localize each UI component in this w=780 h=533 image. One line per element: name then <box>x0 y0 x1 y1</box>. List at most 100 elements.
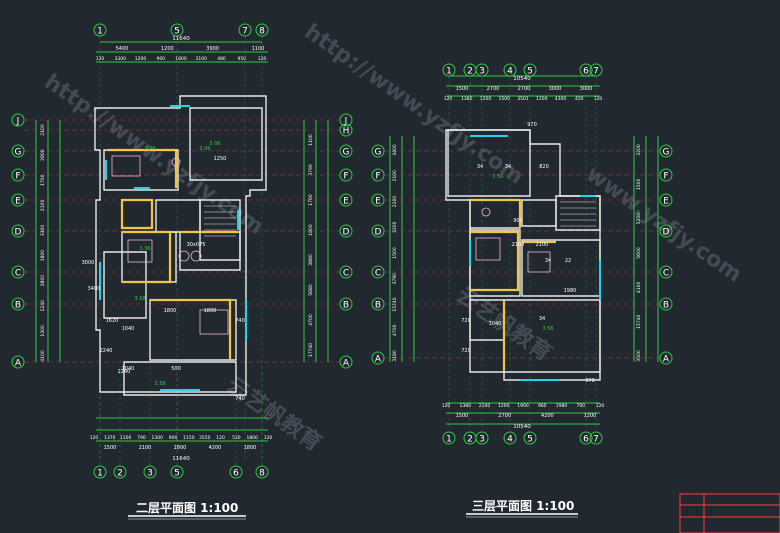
svg-text:B: B <box>663 301 669 311</box>
svg-text:2100: 2100 <box>40 124 46 136</box>
svg-text:1: 1 <box>97 27 103 37</box>
watermark-layer: http://www.yzfjy.com云艺帆教育http://www.yzfj… <box>40 20 747 457</box>
axis-bubble-top-3: 3 <box>475 63 489 77</box>
axis-bubble-top-4: 4 <box>503 63 517 77</box>
svg-text:C: C <box>663 269 669 279</box>
svg-text:D: D <box>343 228 350 238</box>
svg-text:4100: 4100 <box>636 281 642 293</box>
svg-text:120: 120 <box>596 403 605 409</box>
axis-bubble-top-1: 1 <box>442 63 456 77</box>
axis-bubble-bottom-6: 6 <box>579 431 593 445</box>
svg-text:6: 6 <box>583 67 589 77</box>
svg-text:D: D <box>663 228 670 238</box>
svg-text:F: F <box>343 172 348 182</box>
svg-text:E: E <box>343 197 349 207</box>
axis-bubble-left-C: C <box>371 265 385 279</box>
svg-text:120: 120 <box>90 435 99 441</box>
svg-text:3550: 3550 <box>199 435 211 441</box>
svg-text:A: A <box>15 359 22 369</box>
svg-text:3: 3 <box>147 469 153 479</box>
svg-text:1200: 1200 <box>584 413 597 419</box>
axis-bubble-right-D: D <box>659 224 673 238</box>
svg-text:5600: 5600 <box>636 247 642 259</box>
svg-text:H: H <box>343 127 350 137</box>
svg-text:3.36: 3.36 <box>139 246 150 252</box>
svg-text:1040: 1040 <box>122 366 135 372</box>
svg-text:F: F <box>663 172 668 182</box>
svg-text:1040: 1040 <box>122 326 135 332</box>
svg-text:1150: 1150 <box>183 435 195 441</box>
svg-text:950: 950 <box>237 56 246 62</box>
svg-text:E: E <box>375 197 381 207</box>
svg-text:1380: 1380 <box>460 403 472 409</box>
svg-text:1200: 1200 <box>161 46 174 52</box>
svg-text:3200: 3200 <box>392 221 398 233</box>
svg-text:17740: 17740 <box>308 343 314 357</box>
axis-bubble-left-E: E <box>371 193 385 207</box>
svg-text:1800: 1800 <box>164 308 177 314</box>
svg-text:3000: 3000 <box>549 86 562 92</box>
axis-bubble-bottom-8: 8 <box>255 465 269 479</box>
axis-bubble-right-J: J <box>339 113 353 127</box>
svg-text:1800: 1800 <box>246 435 258 441</box>
svg-text:3300: 3300 <box>115 56 127 62</box>
svg-text:4700: 4700 <box>308 314 314 326</box>
svg-text:120: 120 <box>216 435 225 441</box>
svg-text:8: 8 <box>259 27 265 37</box>
third-floor-title: 三层平面图 1:100 <box>472 499 574 513</box>
svg-text:3: 3 <box>479 435 485 445</box>
svg-text:2: 2 <box>467 67 473 77</box>
svg-text:420: 420 <box>575 96 584 102</box>
svg-text:2100: 2100 <box>139 445 152 451</box>
svg-text:900: 900 <box>169 435 178 441</box>
svg-text:6: 6 <box>583 435 589 445</box>
svg-text:G: G <box>375 148 382 158</box>
svg-text:1100: 1100 <box>308 134 314 146</box>
svg-text:4: 4 <box>507 435 513 445</box>
svg-text:A: A <box>663 355 670 365</box>
axis-bubble-right-G: G <box>339 144 353 158</box>
svg-text:A: A <box>343 359 350 369</box>
svg-text:3300: 3300 <box>40 225 46 237</box>
svg-text:1380: 1380 <box>461 96 473 102</box>
axis-bubble-right-E: E <box>659 193 673 207</box>
axis-bubble-bottom-5: 5 <box>523 431 537 445</box>
svg-text:1300: 1300 <box>152 435 164 441</box>
svg-text:1300: 1300 <box>40 325 46 337</box>
svg-text:3400: 3400 <box>392 144 398 156</box>
axis-bubble-bottom-3: 3 <box>475 431 489 445</box>
svg-text:1980: 1980 <box>564 288 577 294</box>
svg-text:120: 120 <box>258 56 267 62</box>
svg-text:F: F <box>15 172 20 182</box>
axis-bubble-top-5: 5 <box>170 23 184 37</box>
axis-bubble-right-D: D <box>339 224 353 238</box>
axis-bubble-bottom-7: 7 <box>589 431 603 445</box>
svg-text:2700: 2700 <box>498 413 511 419</box>
watermark-text: http://www.yzfjy.com <box>40 70 268 240</box>
svg-text:1200: 1200 <box>498 403 510 409</box>
svg-text:5: 5 <box>174 27 180 37</box>
axis-bubble-left-C: C <box>11 265 25 279</box>
svg-text:1500: 1500 <box>636 178 642 190</box>
axis-bubble-left-D: D <box>11 224 25 238</box>
svg-text:10540: 10540 <box>513 76 531 82</box>
second-floor-title: 二层平面图 1:100 <box>136 501 238 515</box>
svg-text:22: 22 <box>565 258 571 264</box>
svg-text:2100: 2100 <box>536 242 549 248</box>
svg-text:3790: 3790 <box>308 164 314 176</box>
svg-text:3501: 3501 <box>517 96 529 102</box>
svg-text:1: 1 <box>446 67 452 77</box>
axis-bubble-top-7: 7 <box>238 23 252 37</box>
svg-text:2.96: 2.96 <box>144 146 155 152</box>
svg-text:3.58: 3.58 <box>134 296 145 302</box>
svg-text:4200: 4200 <box>209 445 222 451</box>
svg-text:A: A <box>375 355 382 365</box>
svg-text:2240: 2240 <box>100 348 113 354</box>
axis-bubble-right-C: C <box>659 265 673 279</box>
svg-text:C: C <box>15 269 21 279</box>
svg-text:34: 34 <box>539 316 545 322</box>
svg-text:120: 120 <box>96 56 105 62</box>
